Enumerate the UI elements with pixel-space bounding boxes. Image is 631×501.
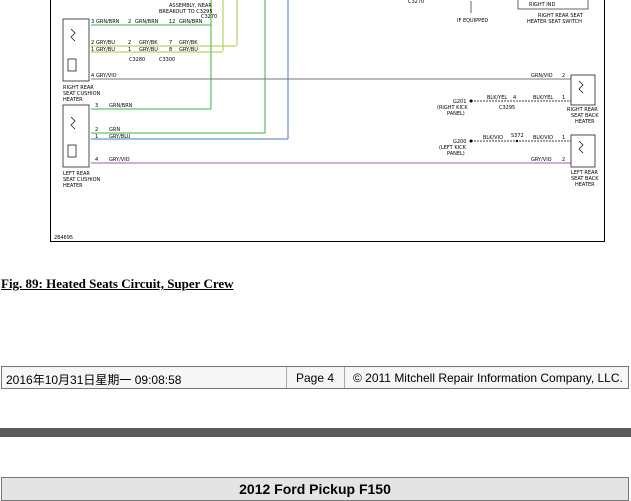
figure-caption: Fig. 89: Heated Seats Circuit, Super Cre… — [1, 276, 234, 291]
wiring-diagram: ASSEMBLY, NEAR BREAKOUT TO C3295 C3270 C… — [50, 0, 605, 242]
g201-desc-2: PANEL) — [447, 111, 465, 117]
lr-back-label-3: HEATER — [575, 182, 595, 188]
wire-label-gryb: GRY/BU — [96, 40, 115, 46]
pin-3: 3 — [91, 19, 94, 25]
pin-r1: 1 — [562, 95, 565, 101]
diagram-id: 284695 — [54, 235, 73, 241]
c3270-label-top: C3270 — [408, 0, 424, 5]
rr-cushion-label-3: HEATER — [63, 97, 83, 103]
c3270-label: C3270 — [201, 14, 217, 20]
wire-label-grybk-7: GRY/BK — [179, 40, 198, 46]
wire-label-lr-gryvio-right: GRY/VIO — [531, 157, 552, 163]
pin-1b: 1 — [128, 47, 131, 53]
if-equipped-label: IF EQUIPPED — [457, 18, 488, 24]
pin-l2: 2 — [95, 127, 98, 133]
lr-cushion-label-2: SEAT CUSHION — [63, 177, 101, 183]
lr-back-heater-element-icon — [578, 140, 584, 154]
s372-splice-icon — [515, 139, 519, 143]
wire-label-grybu-b: GRY/BU — [139, 47, 158, 53]
pin-r2: 2 — [562, 73, 565, 79]
seat-switch-label-2: HEATER SEAT SWITCH — [527, 19, 582, 25]
wire-label-lr-grnbrn: GRN/BRN — [109, 103, 133, 109]
g201-desc-1: (RIGHT KICK — [437, 105, 468, 111]
wire-label-grnbrn: GRN/BRN — [96, 19, 120, 25]
c3280-label: C3280 — [129, 57, 145, 63]
seat-switch-label-1: RIGHT REAR SEAT — [538, 13, 584, 19]
wire-label-grnbrn-b: GRN/BRN — [135, 19, 159, 25]
back-heater-element-icon — [578, 80, 584, 94]
rr-cushion-label-2: SEAT CUSHION — [63, 91, 101, 97]
pin-2: 2 — [91, 40, 94, 46]
right-rear-cushion-heater — [62, 18, 90, 82]
wire-label-grn: GRN — [109, 127, 120, 133]
c3295-label: C3295 — [499, 105, 515, 111]
next-page-header: 2012 Ford Pickup F150 — [1, 477, 629, 501]
left-rear-back-heater — [570, 134, 596, 168]
right-rear-back-heater — [570, 74, 596, 106]
wire-label-grybu: GRY/BU — [96, 47, 115, 53]
pin-l3: 3 — [95, 103, 98, 109]
pin-ll1: 1 — [562, 135, 565, 141]
lr-back-label-2: SEAT BACK — [571, 176, 599, 182]
lr-cushion-label-3: HEATER — [63, 183, 83, 189]
wire-label-grybk: GRY/BK — [139, 40, 158, 46]
rr-back-label-1: RIGHT REAR — [567, 107, 598, 113]
c3300-label: C3300 — [159, 57, 175, 63]
pin-ll2: 2 — [562, 157, 565, 163]
right-ind-label: RIGHT IND — [529, 2, 555, 8]
wire-label-grnvio-right: GRN/VIO — [531, 73, 553, 79]
g200-label: G200 — [453, 139, 466, 145]
wire-label-gryvio: GRY/VIO — [96, 73, 117, 79]
page-footer: 2016年10月31日星期一 09:08:58 Page 4 © 2011 Mi… — [1, 366, 629, 389]
wiring-diagram-svg: ASSEMBLY, NEAR BREAKOUT TO C3295 C3270 C… — [54, 0, 599, 241]
pin-1: 1 — [91, 47, 94, 53]
wire-label-gryblu: GRY/BLU — [109, 134, 131, 140]
pin-12: 12 — [169, 19, 175, 25]
pin-l4: 4 — [95, 157, 98, 163]
g200-desc-2: PANEL) — [447, 151, 465, 157]
g200-desc-1: (LEFT KICK — [439, 145, 467, 151]
left-heater-element-icon — [70, 116, 76, 130]
wire-label-lr-gryvio: GRY/VIO — [109, 157, 130, 163]
wire-label-grnbrn-12: GRN/BRN — [179, 19, 203, 25]
rr-back-label-2: SEAT BACK — [571, 113, 599, 119]
pin-7: 7 — [169, 40, 172, 46]
pin-2b: 2 — [128, 40, 131, 46]
footer-divider-2 — [344, 367, 345, 388]
pin-l1: 1 — [95, 134, 98, 140]
pin-4c: 4 — [513, 95, 516, 101]
assembly-label-1: ASSEMBLY, NEAR — [169, 3, 212, 9]
wire-label-blkyel-left: BLK/YEL — [487, 95, 507, 101]
wire-label-blkvio-right: BLK/VIO — [533, 135, 553, 141]
s372-label: S372 — [511, 133, 524, 139]
lr-cushion-label-1: LEFT REAR — [63, 171, 90, 177]
footer-divider-1 — [286, 367, 287, 388]
g201-ground-icon — [469, 99, 473, 103]
page-separator — [0, 428, 631, 437]
left-rear-cushion-heater — [62, 104, 90, 168]
pin-2-top: 2 — [128, 19, 131, 25]
footer-page-number: Page 4 — [296, 371, 335, 385]
g200-ground-icon — [469, 139, 473, 143]
left-thermistor-icon — [67, 144, 77, 158]
pin-8: 8 — [169, 47, 172, 53]
pin-4: 4 — [91, 73, 94, 79]
rr-cushion-label-1: RIGHT REAR — [63, 85, 94, 91]
thermistor-icon — [67, 58, 77, 72]
wire-label-blkyel-right: BLK/YEL — [533, 95, 553, 101]
heater-element-icon — [70, 28, 76, 42]
footer-copyright: © 2011 Mitchell Repair Information Compa… — [353, 371, 623, 385]
g201-label: G201 — [453, 99, 466, 105]
seat-switch-box — [517, 0, 589, 10]
wire-label-blkvio-left: BLK/VIO — [483, 135, 503, 141]
footer-datetime: 2016年10月31日星期一 09:08:58 — [6, 373, 182, 387]
wire-label-grybu-8: GRY/BU — [179, 47, 198, 53]
lr-back-label-1: LEFT REAR — [571, 170, 598, 176]
assembly-label-2: BREAKOUT TO C3295 — [159, 9, 213, 15]
rr-back-label-3: HEATER — [575, 119, 595, 125]
